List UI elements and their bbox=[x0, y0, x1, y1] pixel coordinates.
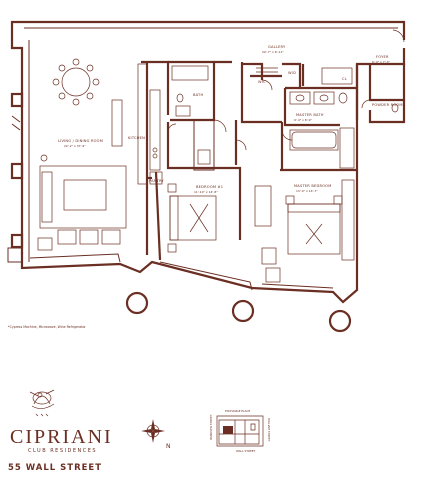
keyplan-street-wall: WALL STREET bbox=[236, 449, 255, 453]
room-label-bedroom-1: BEDROOM #1 bbox=[196, 185, 223, 189]
room-label-cl: CL bbox=[342, 77, 347, 81]
column bbox=[127, 293, 147, 313]
kitchen-island bbox=[112, 100, 122, 146]
room-dim-bedroom-1: 11'-10" x 14'-8" bbox=[194, 190, 218, 194]
appliance-footnote: *Cypress Machine, Microwave, Wine Refrig… bbox=[8, 325, 86, 329]
room-dim-master-bath: 9'-4" x 8'-9" bbox=[294, 118, 313, 122]
room-dim-foyer: 6'-0" x 7'-3" bbox=[372, 60, 391, 64]
brand-address: 55 WALL STREET bbox=[8, 463, 102, 473]
room-label-master-bedroom: MASTER BEDROOM bbox=[294, 184, 332, 188]
room-label-master-bath: MASTER BATH bbox=[296, 113, 324, 117]
column bbox=[12, 94, 22, 106]
room-label-bath: BATH bbox=[193, 93, 203, 97]
bed bbox=[288, 204, 340, 254]
column bbox=[12, 164, 22, 178]
room-label-gallery: GALLERY bbox=[268, 45, 286, 49]
keyplan-street-exchange-place: EXCHANGE PLACE bbox=[225, 409, 250, 413]
room-label-pantry: PANTRY bbox=[149, 179, 165, 183]
cipriani-logo-icon bbox=[30, 390, 54, 416]
room-label-kitchen: KITCHEN bbox=[128, 136, 145, 140]
room-dim-master-bedroom: 13'-0" x 14'-7" bbox=[296, 189, 318, 193]
column bbox=[12, 235, 22, 247]
room-label-wd: W/D bbox=[288, 71, 296, 75]
room-label-living-dining: LIVING / DINING ROOM bbox=[58, 139, 103, 143]
room-label-wic: WIC bbox=[258, 80, 266, 84]
room-label-foyer: FOYER bbox=[376, 55, 389, 59]
rug bbox=[40, 166, 126, 228]
brand-name: CIPRIANI bbox=[10, 426, 113, 448]
sofa bbox=[42, 172, 52, 222]
compass-rose-icon bbox=[141, 419, 165, 443]
floor-plan bbox=[8, 22, 404, 331]
key-plan-icon bbox=[217, 416, 263, 446]
keyplan-street-hanover: HANOVER STREET bbox=[209, 414, 213, 440]
column bbox=[233, 301, 253, 321]
coffee-table bbox=[64, 180, 106, 210]
dining-table bbox=[62, 68, 90, 96]
compass-north-label: N bbox=[166, 443, 171, 450]
room-label-powder-room: POWDER ROOM bbox=[372, 103, 403, 107]
room-dim-gallery: 20'-7" x 6'-11" bbox=[262, 50, 284, 54]
room-dim-living-dining: 22'-2" x 37'-9" bbox=[64, 144, 86, 148]
column bbox=[330, 311, 350, 331]
brand-subtitle: CLUB RESIDENCES bbox=[28, 448, 97, 454]
keyplan-street-william: WILLIAM STREET bbox=[267, 418, 271, 442]
bed bbox=[170, 196, 216, 240]
bathtub bbox=[172, 66, 208, 80]
bathtub bbox=[290, 130, 338, 150]
